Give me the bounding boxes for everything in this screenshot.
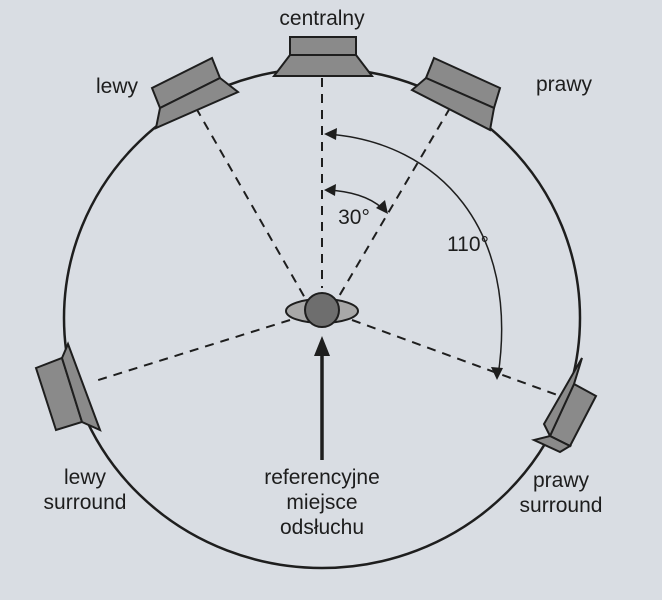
listener-icon: [285, 292, 359, 328]
angle-110-arrow-top: [324, 128, 337, 140]
left-speaker-icon: [150, 56, 240, 130]
left-speaker-label: lewy: [95, 75, 138, 98]
right-surround-line-1: prawy: [532, 469, 590, 492]
right-speaker-label: prawy: [535, 73, 593, 96]
left-surround-line-2: surround: [43, 491, 127, 514]
listener-label-line-1: referencyjne: [264, 466, 380, 489]
angle-110-label: 110°: [447, 233, 489, 256]
listener-label: referencyjne miejsce odsłuchu: [242, 465, 402, 540]
left-surround-speaker-icon: [34, 341, 102, 432]
center-speaker-icon: [271, 36, 375, 77]
right-axis-line: [337, 107, 451, 299]
right-speaker-icon: [410, 56, 502, 132]
right-surround-axis-line: [351, 319, 561, 397]
listener-label-line-2: miejsce: [286, 491, 358, 514]
left-surround-label: lewy surround: [30, 465, 140, 515]
angle-30-label: 30°: [338, 206, 370, 229]
right-surround-line-2: surround: [519, 494, 603, 517]
left-surround-axis-line: [91, 319, 291, 383]
angle-110-arc: [326, 133, 503, 377]
left-surround-line-1: lewy: [63, 466, 106, 489]
right-surround-label: prawy surround: [506, 468, 616, 518]
angle-110-arrow-bottom: [491, 367, 503, 380]
center-speaker-label: centralny: [279, 7, 365, 30]
left-axis-line: [195, 107, 306, 299]
right-surround-speaker-icon: [531, 357, 598, 454]
listener-label-line-3: odsłuchu: [279, 516, 365, 539]
angle-30-arrow-right: [376, 200, 388, 214]
listener-pointer-head: [314, 336, 330, 356]
angle-30-arrow-left: [324, 184, 336, 196]
